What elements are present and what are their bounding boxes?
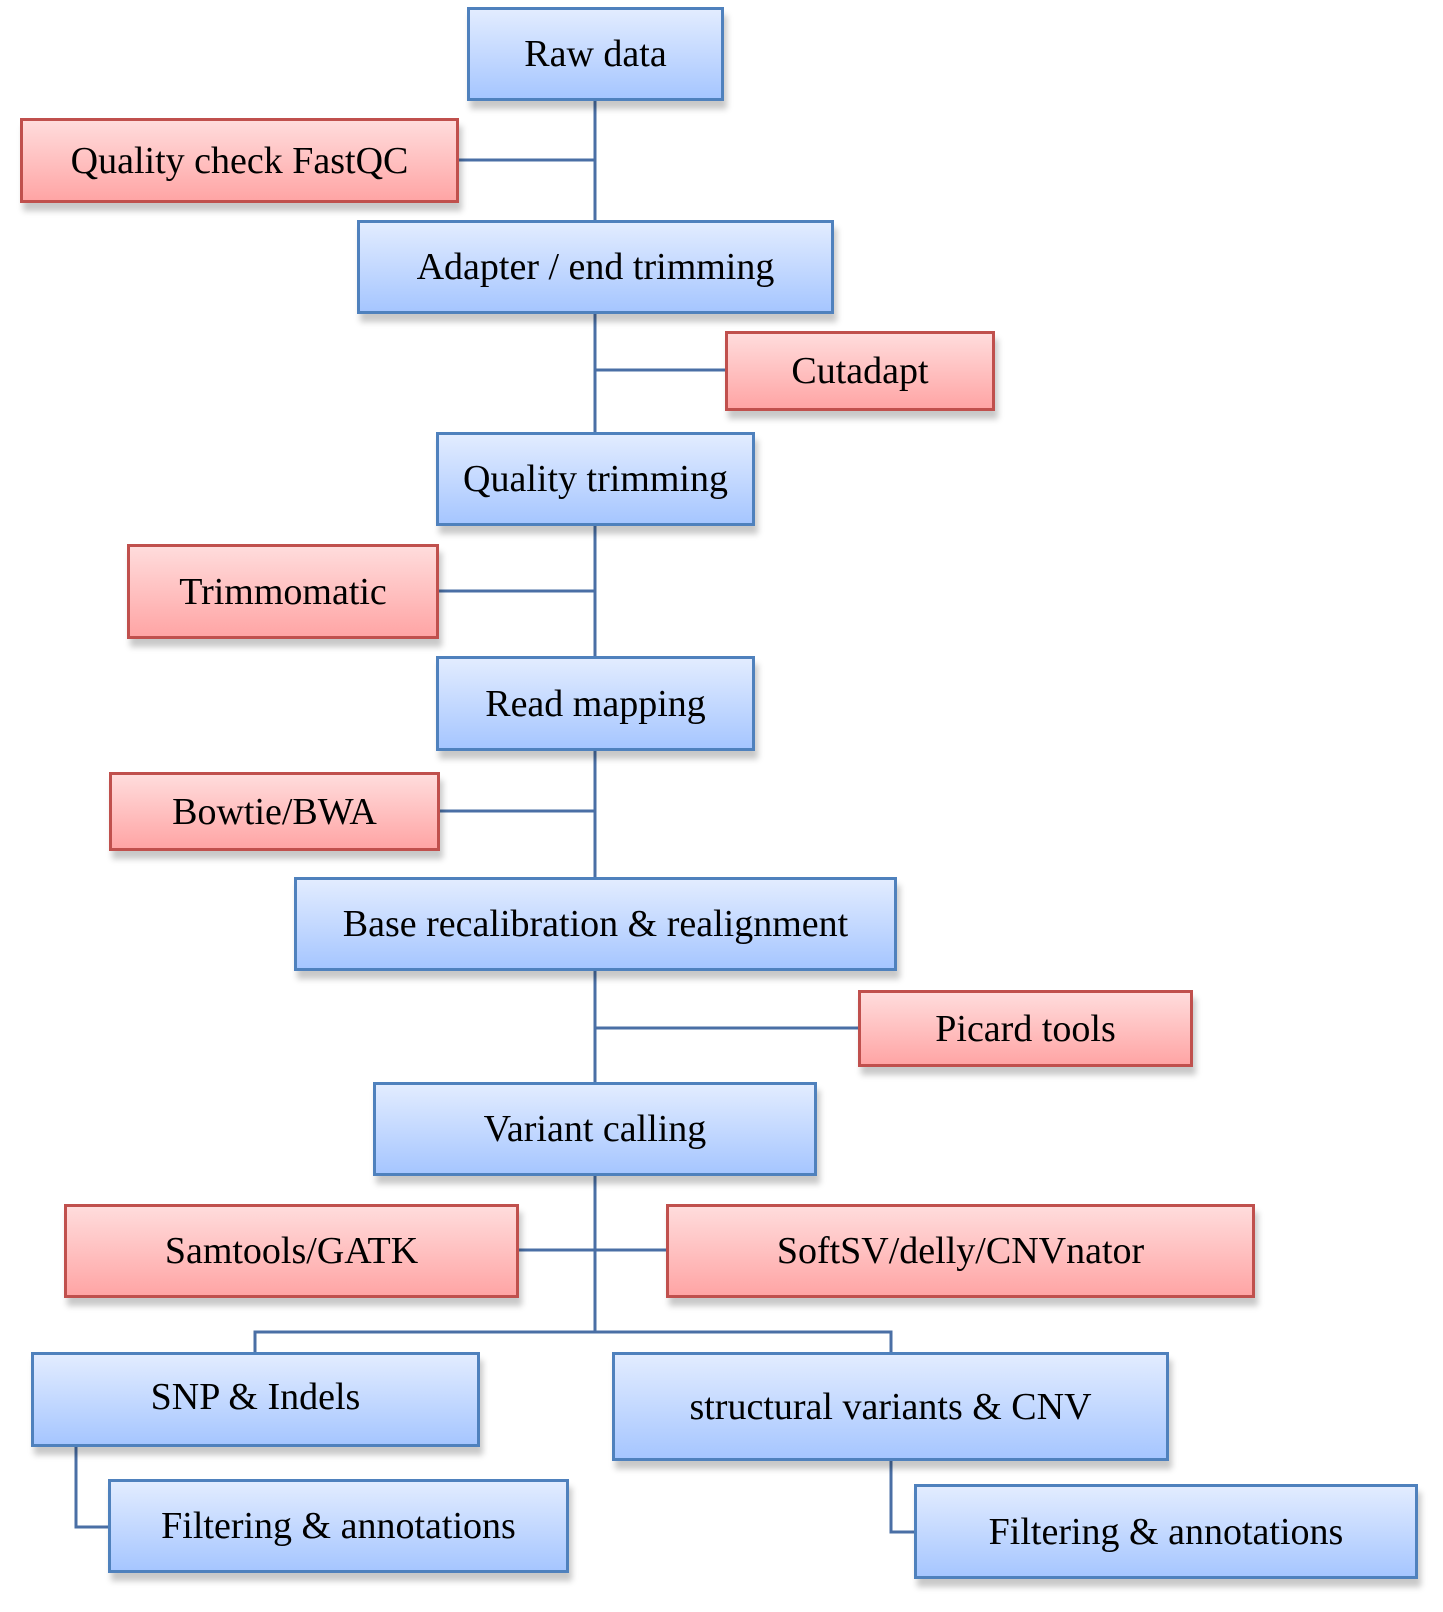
step-filtering-sv: Filtering & annotations — [914, 1484, 1418, 1579]
connector-filtering-snp — [74, 1447, 108, 1529]
step-read-mapping: Read mapping — [436, 656, 755, 751]
tool-samtools-gatk: Samtools/GATK — [64, 1204, 519, 1298]
step-base-recalibration: Base recalibration & realignment — [294, 877, 897, 971]
step-adapter-trimming: Adapter / end trimming — [357, 220, 834, 314]
tool-softsv: SoftSV/delly/CNVnator — [666, 1204, 1255, 1298]
step-variant-calling: Variant calling — [373, 1082, 817, 1176]
tool-fastqc: Quality check FastQC — [20, 118, 459, 203]
step-structural-variants: structural variants & CNV — [612, 1352, 1169, 1461]
step-quality-trimming: Quality trimming — [436, 432, 755, 526]
connector-filtering-sv — [889, 1461, 914, 1534]
step-snp-indels: SNP & Indels — [31, 1352, 480, 1447]
tool-picard: Picard tools — [858, 990, 1193, 1067]
tool-bowtie-bwa: Bowtie/BWA — [109, 772, 440, 851]
step-filtering-snp: Filtering & annotations — [108, 1479, 569, 1573]
step-raw-data: Raw data — [467, 7, 724, 101]
tool-trimmomatic: Trimmomatic — [127, 544, 439, 639]
tool-cutadapt: Cutadapt — [725, 331, 995, 411]
split-connector — [253, 1330, 893, 1352]
